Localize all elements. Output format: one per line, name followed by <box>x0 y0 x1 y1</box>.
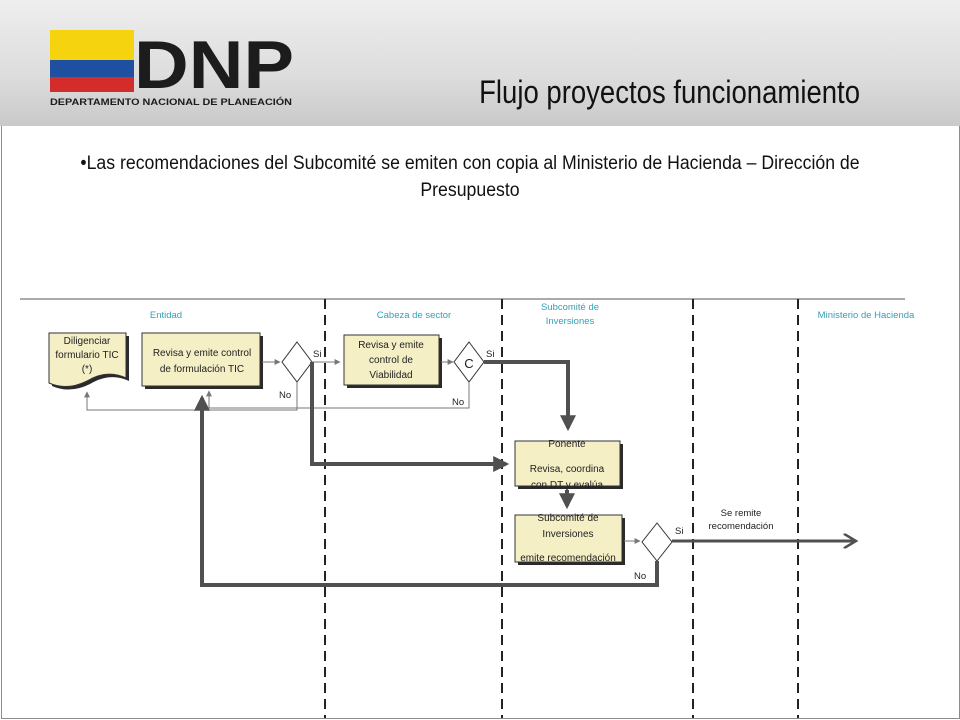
edge-no-1-loop <box>84 382 298 411</box>
lane-label-cabeza: Cabeza de sector <box>377 310 451 321</box>
diligenciar-line-3: (*) <box>82 364 93 375</box>
se-remite-line-1: Se remite <box>721 508 762 519</box>
viabilidad-line-2: control de <box>369 355 413 366</box>
revisa-control-line-1: Revisa y emite control <box>153 348 251 359</box>
dnp-logo: DNP DEPARTAMENTO NACIONAL DE PLANEACIÓN <box>50 27 294 108</box>
edge-label-no-3: No <box>634 571 646 582</box>
ponente-box <box>514 440 621 487</box>
edge-no-3-loop <box>194 394 659 587</box>
diligenciar-line-2: formulario TIC <box>55 350 118 361</box>
edge-label-si-1: Si <box>313 349 321 360</box>
ponente-line-1: Ponente <box>548 439 586 450</box>
viabilidad-box <box>343 334 440 386</box>
flag-yellow-stripe <box>50 30 134 60</box>
logo-text: DNP <box>134 27 294 103</box>
revisa-control-line-2: de formulación TIC <box>160 364 244 375</box>
logo-subtitle: DEPARTAMENTO NACIONAL DE PLANEACIÓN <box>50 96 292 108</box>
lane-label-subcomite-2: Inversiones <box>546 316 595 327</box>
header-banner: DNP DEPARTAMENTO NACIONAL DE PLANEACIÓN … <box>0 0 960 126</box>
decision-diamond-1 <box>281 341 313 383</box>
connector-c-label: C <box>464 356 473 371</box>
ponente-line-3: con DT y evalúa <box>531 480 604 491</box>
edge-label-no-2: No <box>452 397 464 408</box>
diligenciar-box <box>48 332 127 387</box>
flag-blue-stripe <box>50 60 134 77</box>
subcomite-line-2: Inversiones <box>542 529 593 540</box>
revisa-control-box <box>141 332 261 387</box>
lane-label-ministerio: Ministerio de Hacienda <box>818 310 915 321</box>
lane-label-subcomite-1: Subcomité de <box>541 302 599 313</box>
edge-si-2-to-ponente <box>484 360 576 432</box>
bullet-text: •Las recomendaciones del Subcomité se em… <box>80 153 860 201</box>
page-title: Flujo proyectos funcionamiento <box>479 74 860 110</box>
edge-si-1-to-ponente <box>310 362 510 472</box>
diligenciar-line-1: Diligenciar <box>64 336 111 347</box>
edge-label-si-2: Si <box>486 349 494 360</box>
subcomite-box <box>514 514 623 563</box>
viabilidad-line-3: Viabilidad <box>369 370 412 381</box>
viabilidad-line-1: Revisa y emite <box>358 340 424 351</box>
ponente-line-2: Revisa, coordina <box>530 464 605 475</box>
flag-red-stripe <box>50 77 134 92</box>
subcomite-line-1: Subcomité de <box>537 513 599 524</box>
subcomite-line-3: emite recomendación <box>520 553 616 564</box>
lane-label-entidad: Entidad <box>150 310 182 321</box>
edge-label-si-3: Si <box>675 526 683 537</box>
decision-diamond-3 <box>641 522 673 562</box>
se-remite-line-2: recomendación <box>709 521 774 532</box>
edge-label-no-1: No <box>279 390 291 401</box>
